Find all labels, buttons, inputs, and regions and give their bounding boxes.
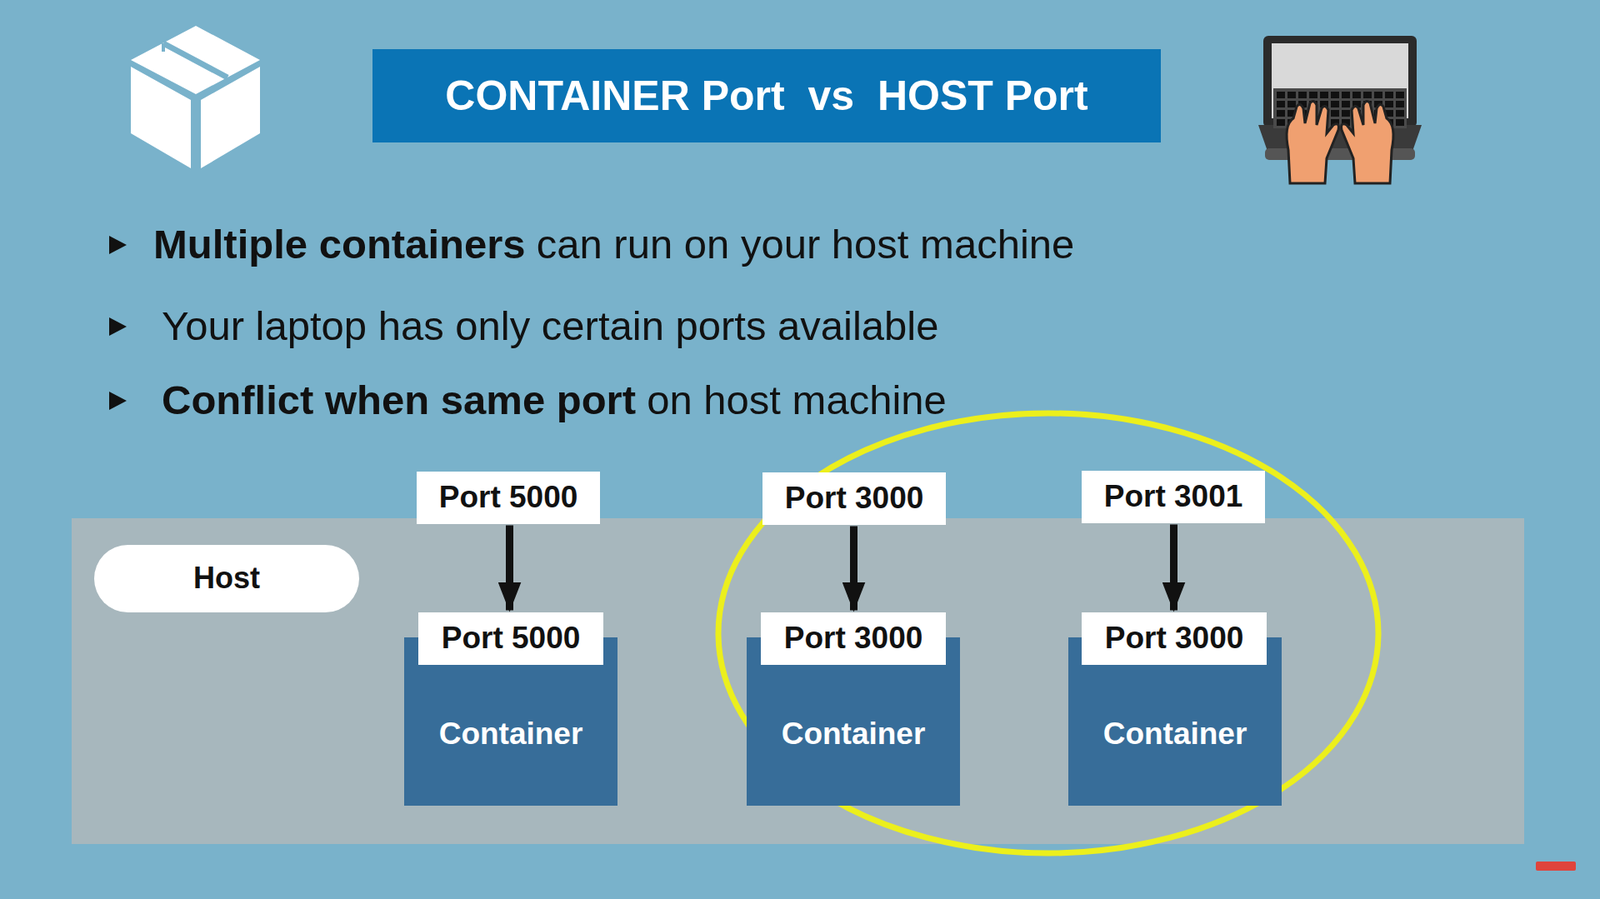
bullet-line: Conflict when same porton host machine [161, 378, 947, 424]
port-number: Port 3000 [784, 620, 924, 656]
port-arrow [850, 526, 858, 611]
port-label: Port 3000 [1081, 612, 1267, 665]
bullet-text: Your laptop has only certain ports avail… [161, 303, 940, 349]
host-label: Host [193, 560, 260, 596]
subscribe-mark [1535, 861, 1576, 871]
bullet-text: can run on your host machine [536, 221, 1075, 267]
container-label: Container [781, 716, 926, 752]
host-panel [71, 518, 1525, 845]
bullet-line: Multiple containerscan run on your host … [153, 222, 1075, 268]
port-number: Port 5000 [441, 620, 581, 656]
laptop-icon [1258, 35, 1422, 184]
container-label: Container [439, 716, 584, 752]
port-label: Port 3000 [760, 612, 946, 665]
bullet-marker [109, 235, 127, 410]
bullet-line: Your laptop has only certain ports avail… [161, 304, 940, 350]
port-number: Port 3001 [1104, 479, 1244, 515]
highlight-ellipse [718, 413, 1379, 854]
container-label: Container [1103, 716, 1248, 752]
port-label: Port 5000 [418, 612, 604, 665]
port-arrow [1170, 525, 1178, 611]
port-number: Port 5000 [439, 480, 579, 515]
port-label: Port 3000 [762, 472, 946, 525]
port-label: Port 5000 [416, 471, 600, 525]
port-arrow [505, 525, 514, 611]
cube-icon [130, 25, 260, 169]
title-text: CONTAINER Port vs HOST Port [445, 71, 1088, 120]
bullet-text: on host machine [646, 377, 947, 423]
host-pill: Host [94, 545, 360, 613]
title-bar: CONTAINER Port vs HOST Port [372, 49, 1161, 143]
port-number: Port 3000 [785, 480, 925, 516]
bullet-emphasis: Multiple containers [153, 221, 526, 267]
port-number: Port 3000 [1105, 620, 1245, 656]
port-label: Port 3001 [1081, 470, 1265, 524]
bullet-emphasis: Conflict when same port [161, 377, 636, 423]
